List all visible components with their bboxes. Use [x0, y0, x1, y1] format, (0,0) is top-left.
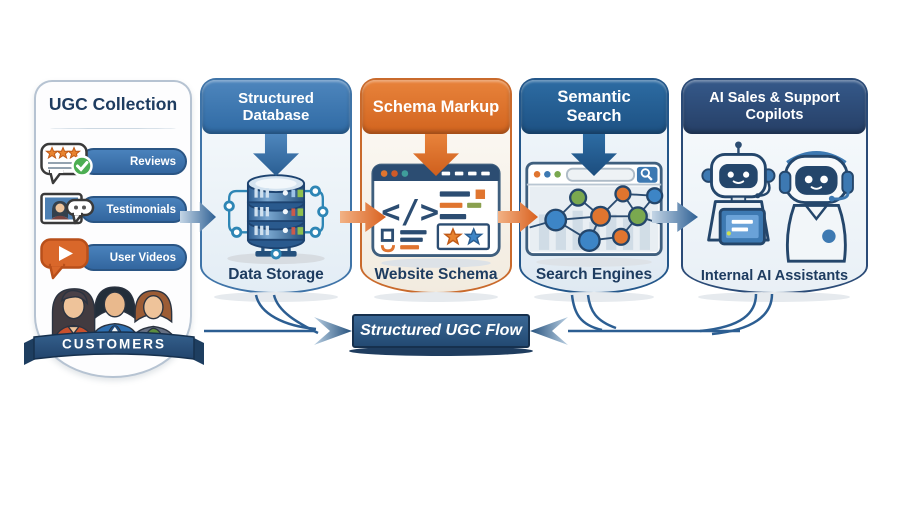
testimonials-label: Testimonials	[106, 203, 176, 216]
customers-ribbon-label: CUSTOMERS	[62, 337, 166, 352]
ribbon-right-fold	[192, 337, 204, 365]
ugc-item-reviews: Reviews	[40, 142, 187, 185]
star-icon	[443, 227, 463, 246]
panel-ai-copilots: AI Sales & Support Copilots	[681, 78, 868, 294]
testimonials-pill: Testimonials	[80, 196, 187, 223]
code-glyph: </>	[381, 193, 439, 231]
search-icon	[640, 168, 650, 178]
ribbon-left-fold	[24, 337, 36, 365]
video-play-icon	[40, 238, 89, 280]
panel-caption: Website Schema	[374, 266, 498, 283]
flow-arrow-right-icon	[314, 317, 352, 345]
user-videos-label: User Videos	[109, 251, 176, 264]
panel-caption: Internal AI Assistants	[700, 268, 849, 284]
reviews-label: Reviews	[129, 155, 176, 168]
flow-banner: Structured UGC Flow	[352, 314, 530, 348]
customers-ribbon: CUSTOMERS	[24, 325, 204, 369]
ugc-item-user-videos: User Videos	[40, 238, 187, 280]
panel-header: Semantic Search	[521, 80, 667, 134]
ugc-item-testimonials: Testimonials	[40, 190, 187, 232]
testimonial-photo-icon	[40, 192, 95, 225]
review-bubble-icon	[40, 142, 93, 185]
antenna-icon	[734, 141, 742, 149]
panel-title: Schema Markup	[372, 97, 500, 116]
panel-semantic-search: Semantic Search	[519, 78, 669, 294]
user-videos-pill: User Videos	[80, 244, 187, 271]
panel-caption: Search Engines	[535, 266, 653, 283]
code-browser-icon: </>	[371, 163, 501, 268]
mic-icon	[754, 193, 760, 199]
ai-robots-icon	[700, 141, 854, 263]
rating-box	[436, 223, 490, 251]
check-icon	[71, 155, 93, 177]
search-graph-browser-icon	[525, 161, 664, 267]
panel-schema-markup: Schema Markup </> Website Schema	[360, 78, 512, 294]
search-field	[566, 167, 636, 182]
flow-arrow-left-icon	[530, 317, 568, 345]
panel-title: AI Sales & Support Copilots	[709, 89, 840, 123]
divider	[50, 128, 176, 129]
panel-header: Schema Markup	[362, 80, 510, 134]
panel-structured-database: Structured Database	[200, 78, 352, 294]
star-icon	[463, 227, 484, 246]
flow-banner-label: Structured UGC Flow	[360, 322, 522, 339]
panel-caption: Data Storage	[228, 266, 324, 283]
panel-header: AI Sales & Support Copilots	[683, 80, 866, 134]
panel-header: Structured Database	[202, 80, 350, 134]
play-icon	[59, 246, 73, 261]
panel-title: Semantic Search	[557, 88, 631, 125]
reviews-pill: Reviews	[80, 148, 187, 175]
panel-title: Structured Database	[238, 90, 314, 124]
database-stack-icon	[223, 174, 329, 265]
panel-title: UGC Collection	[48, 94, 178, 114]
